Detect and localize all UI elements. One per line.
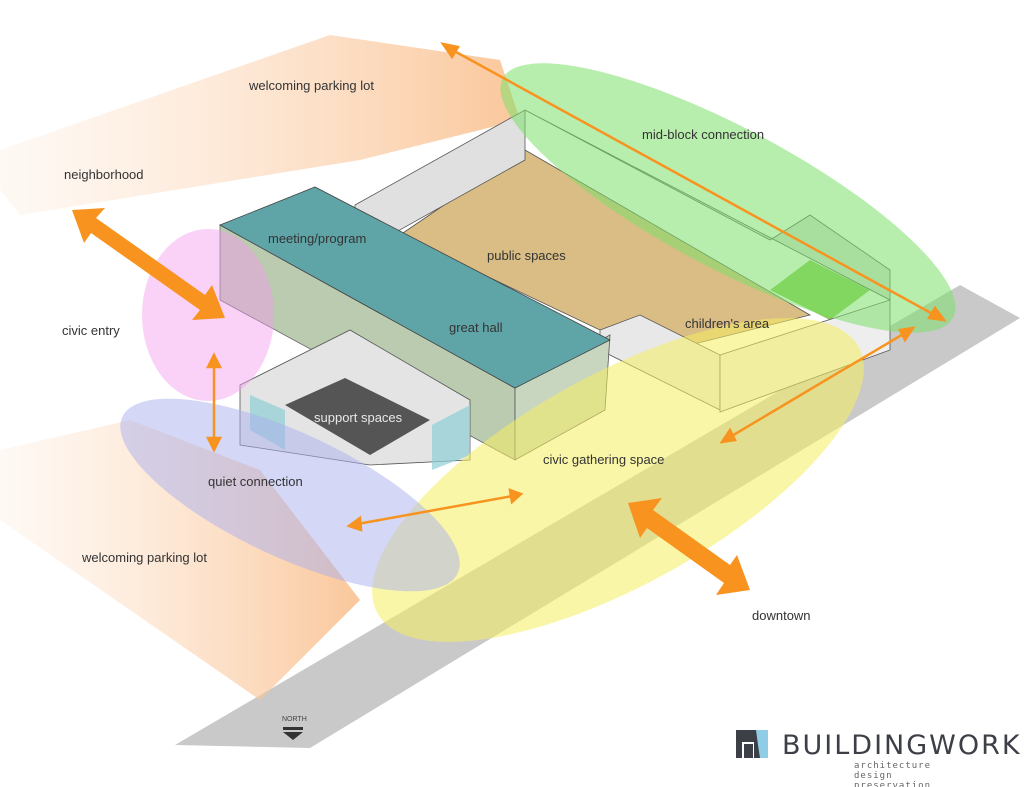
label-civic-gathering: civic gathering space xyxy=(543,452,665,467)
label-meeting: meeting/program xyxy=(268,231,367,246)
label-civic-entry: civic entry xyxy=(62,323,120,338)
buildingwork-logo-icon xyxy=(736,730,768,758)
label-public-spaces: public spaces xyxy=(487,248,566,263)
support-spaces-floor xyxy=(285,378,430,455)
neighborhood-arrow xyxy=(72,208,225,320)
label-support: support spaces xyxy=(314,410,403,425)
label-childrens: children's area xyxy=(685,316,770,331)
label-neighborhood: neighborhood xyxy=(64,167,144,182)
downtown-arrow xyxy=(628,498,750,595)
label-quiet: quiet connection xyxy=(208,474,303,489)
label-downtown: downtown xyxy=(752,608,811,623)
parking-band-top xyxy=(0,35,520,215)
north-arrow-icon xyxy=(283,732,303,740)
label-parking-bottom: welcoming parking lot xyxy=(82,550,208,565)
meeting-roof xyxy=(219,186,611,389)
label-parking-top: welcoming parking lot xyxy=(249,78,375,93)
quiet-connection-zone xyxy=(120,398,460,592)
glass-panel xyxy=(432,405,470,470)
north-bar xyxy=(283,727,303,730)
major-arrows xyxy=(72,208,750,595)
label-mid-block: mid-block connection xyxy=(642,127,765,142)
north-label: NORTH xyxy=(282,716,307,723)
label-great-hall: great hall xyxy=(449,320,503,335)
logo-tagline: architecture design preservation xyxy=(854,761,932,787)
flow-arrows xyxy=(205,42,947,532)
logo-name: BUILDINGWORK xyxy=(782,730,1022,761)
civic-gathering-zone xyxy=(372,318,864,642)
